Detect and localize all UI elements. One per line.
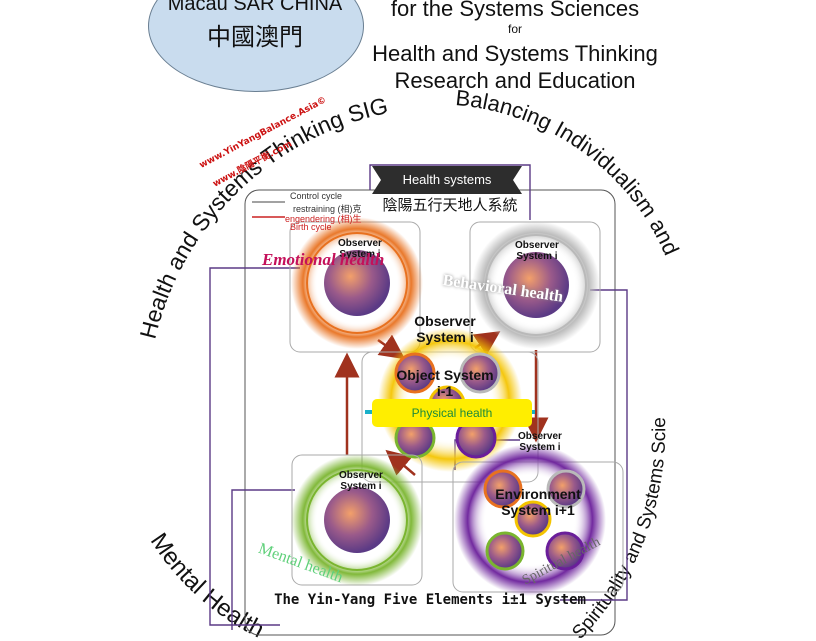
legend-engendering: engendering (相)生 <box>285 214 362 224</box>
arc-text-bottom-left: Mental Health Systems <box>0 0 274 641</box>
emotional-health-label: Emotional health <box>262 250 385 269</box>
title-line-1: for the Systems Sciences <box>390 0 640 21</box>
legend-control: Control cycle <box>290 191 343 201</box>
chinese-system-title: 陰陽五行天地人系統 <box>382 196 518 214</box>
macau-english-label: Macau SAR CHINA <box>167 0 343 15</box>
title-line-3: Health and Systems Thinking <box>372 41 658 66</box>
legend-restraining: restraining (相)克 <box>293 204 362 214</box>
physical-health-label: Physical health <box>372 399 532 427</box>
system-title: The Yin-Yang Five Elements i±1 System <box>274 592 586 608</box>
macau-chinese-label: 中國澳門 <box>207 23 303 51</box>
spiritual-observer-label: Observer System i <box>518 431 562 453</box>
legend-arrows <box>252 201 285 218</box>
emotional-observer-label: Observer System i <box>338 238 382 260</box>
mental-observer-label: Observer System i <box>339 470 383 492</box>
center-observer-label: Observer System i <box>414 313 476 345</box>
health-systems-banner: Health systems <box>372 166 522 194</box>
node-behavioral <box>469 221 601 353</box>
center-object-label: Object System i-1 <box>396 367 494 399</box>
node-emotional <box>289 217 423 353</box>
title-for: for <box>507 22 522 36</box>
physical-cap-left <box>365 410 377 414</box>
legend-birth: Birth cycle <box>290 222 332 232</box>
title-line-4: Research and Education <box>394 68 636 93</box>
node-spiritual <box>452 444 624 596</box>
behavioral-observer-label: Observer System i <box>515 240 559 262</box>
node-mental <box>291 454 423 586</box>
environment-system-label: Environment System i+1 <box>495 486 581 518</box>
